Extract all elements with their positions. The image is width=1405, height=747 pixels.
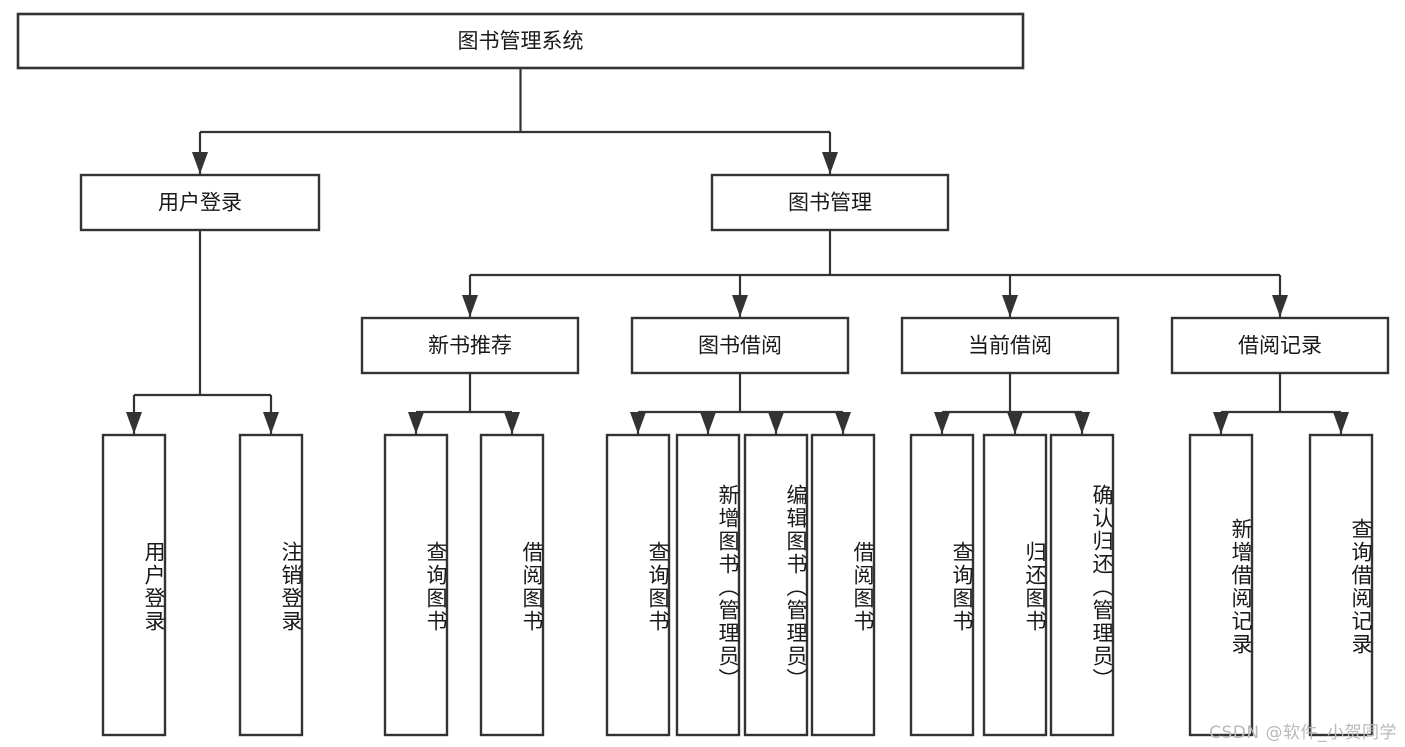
node-box-leaf-logout[interactable] [238, 433, 304, 737]
arrowhead-icon-book-borrow [732, 295, 748, 317]
node-box-leaf-confirm-return[interactable] [1049, 433, 1115, 737]
node-box-new-book-recommend[interactable] [360, 316, 580, 375]
arrowhead-icon-leaf-return-book [1007, 412, 1023, 434]
node-box-book-manage[interactable] [710, 173, 950, 232]
arrowhead-icon-leaf-logout [263, 412, 279, 434]
arrowhead-icon-leaf-confirm-return [1074, 412, 1090, 434]
node-box-leaf-query-book-3[interactable] [909, 433, 975, 737]
arrowhead-icon-borrow-record [1272, 295, 1288, 317]
node-label-new-book-recommend: 新书推荐 [428, 334, 512, 358]
node-box-leaf-query-book-2[interactable] [605, 433, 671, 737]
arrowhead-icon-leaf-borrow-book-1 [504, 412, 520, 434]
node-box-leaf-query-record[interactable] [1308, 433, 1374, 737]
arrowhead-icon-current-borrow [1002, 295, 1018, 317]
node-box-current-borrow[interactable] [900, 316, 1120, 375]
arrowhead-icon-user-login [192, 152, 208, 174]
box-layer [16, 12, 1390, 737]
node-label-root: 图书管理系统 [458, 29, 584, 53]
node-box-leaf-edit-book[interactable] [743, 433, 809, 737]
arrowhead-icon-book-manage [822, 152, 838, 174]
arrowhead-icon-new-book-recommend [462, 295, 478, 317]
node-box-leaf-query-book-1[interactable] [383, 433, 449, 737]
node-box-user-login[interactable] [79, 173, 321, 232]
arrowhead-icon-leaf-edit-book [768, 412, 784, 434]
arrowhead-icon-leaf-query-record [1333, 412, 1349, 434]
arrowhead-icon-leaf-query-book-3 [934, 412, 950, 434]
arrowhead-icon-leaf-add-book [700, 412, 716, 434]
node-box-root[interactable] [16, 12, 1025, 70]
arrowhead-icon-leaf-query-book-1 [408, 412, 424, 434]
node-box-leaf-user-login[interactable] [101, 433, 167, 737]
arrowhead-icon-leaf-query-book-2 [630, 412, 646, 434]
arrowhead-icon-leaf-add-record [1213, 412, 1229, 434]
node-label-borrow-record: 借阅记录 [1238, 334, 1322, 358]
arrowhead-icon-leaf-user-login [126, 412, 142, 434]
node-box-leaf-borrow-book-1[interactable] [479, 433, 545, 737]
node-box-leaf-add-record[interactable] [1188, 433, 1254, 737]
node-box-book-borrow[interactable] [630, 316, 850, 375]
node-box-leaf-add-book[interactable] [675, 433, 741, 737]
node-label-current-borrow: 当前借阅 [968, 334, 1052, 358]
node-box-leaf-borrow-book-2[interactable] [810, 433, 876, 737]
node-label-user-login: 用户登录 [158, 191, 242, 215]
node-label-book-borrow: 图书借阅 [698, 334, 782, 358]
node-box-leaf-return-book[interactable] [982, 433, 1048, 737]
watermark-text: CSDN @软件_小贺同学 [1209, 723, 1397, 743]
arrowhead-icon-leaf-borrow-book-2 [835, 412, 851, 434]
node-box-borrow-record[interactable] [1170, 316, 1390, 375]
edge-layer [126, 68, 1349, 434]
node-label-book-manage: 图书管理 [788, 191, 872, 215]
